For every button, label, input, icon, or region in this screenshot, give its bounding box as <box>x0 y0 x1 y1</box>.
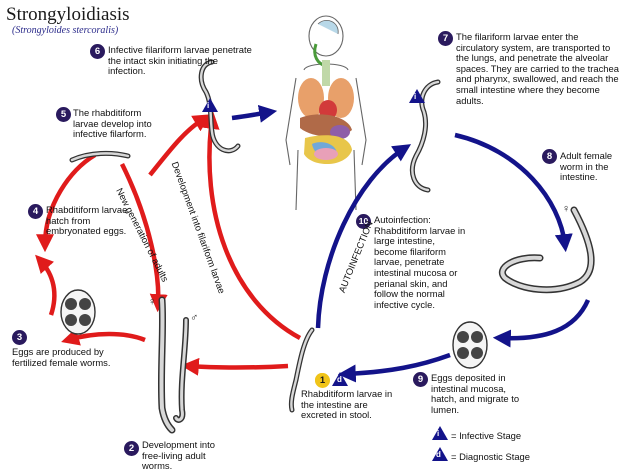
diagram-title: Strongyloidiasis <box>6 4 130 25</box>
arrow-9-to-1 <box>337 352 451 383</box>
step-text-5: The rhabditiform larvae develop into inf… <box>73 107 152 140</box>
step-number-1: 1 <box>315 373 330 388</box>
arrow-autoinfection <box>315 144 412 329</box>
legend-infective-letter: i <box>437 429 440 438</box>
arrow-2-to-3 <box>61 328 146 346</box>
arrow-development <box>201 110 302 340</box>
step-number-9: 9 <box>413 372 428 387</box>
arrow-7-to-8 <box>454 132 573 253</box>
female-symbol-free-living: ♀ <box>148 296 157 308</box>
step-text-2: Development into free-living adult worms… <box>142 439 215 472</box>
arrow-1-to-2 <box>180 357 289 376</box>
step-number-2: 2 <box>124 441 139 456</box>
step-number-10: 10 <box>356 214 371 229</box>
infective-stage-icon-7 <box>409 89 425 103</box>
arrow-5-to-6 <box>148 114 212 177</box>
step-number-6: 6 <box>90 44 105 59</box>
step-number-3: 3 <box>12 330 27 345</box>
step-number-8: 8 <box>542 149 557 164</box>
step-text-7: The filariform larvae enter the circulat… <box>456 31 619 106</box>
legend-infective-text: = Infective Stage <box>451 430 522 441</box>
arrow-8-to-9 <box>492 299 591 348</box>
infective-stage-icon-6 <box>202 98 218 112</box>
step-text-10: Autoinfection: Rhabditiform larvae in la… <box>374 214 466 310</box>
step-number-7: 7 <box>438 31 453 46</box>
female-symbol-parasitic: ♀ <box>562 203 571 215</box>
diagnostic-stage-letter-1: d <box>337 375 342 384</box>
arrow-3-to-4 <box>35 254 57 316</box>
step-text-6: Infective filariform larvae penetrate th… <box>108 44 252 77</box>
arrow-4-to-5 <box>36 153 97 253</box>
step-text-1: Rhabditiform larvae in the intestine are… <box>301 388 393 421</box>
step-text-4: Rhabditiform larvae hatch from embryonat… <box>46 204 128 237</box>
step-text-8: Adult female worm in the intestine. <box>560 150 613 183</box>
diagram-subtitle: (Strongyloides stercoralis) <box>12 25 119 36</box>
egg-intestinal-mucosa <box>452 321 488 369</box>
legend-diagnostic-letter: d <box>436 450 441 459</box>
step-number-4: 4 <box>28 204 43 219</box>
infective-stage-letter-6: i <box>207 101 210 110</box>
legend-infective-icon <box>432 426 448 440</box>
diagnostic-stage-icon-1 <box>332 372 348 386</box>
egg-embryonated-left <box>60 289 96 335</box>
step-text-3: Eggs are produced by fertilized female w… <box>12 346 111 368</box>
legend-diagnostic-icon <box>432 447 448 461</box>
legend-diagnostic-text: = Diagnostic Stage <box>451 451 530 462</box>
arrow-6-to-body <box>231 104 278 123</box>
step-number-5: 5 <box>56 107 71 122</box>
male-symbol-free-living: ♂ <box>190 312 199 324</box>
arrow-new-generation <box>119 162 168 313</box>
infective-stage-letter-7: i <box>414 92 417 101</box>
human-body-figure <box>285 15 367 211</box>
step-text-9: Eggs deposited in intestinal mucosa, hat… <box>431 372 520 415</box>
